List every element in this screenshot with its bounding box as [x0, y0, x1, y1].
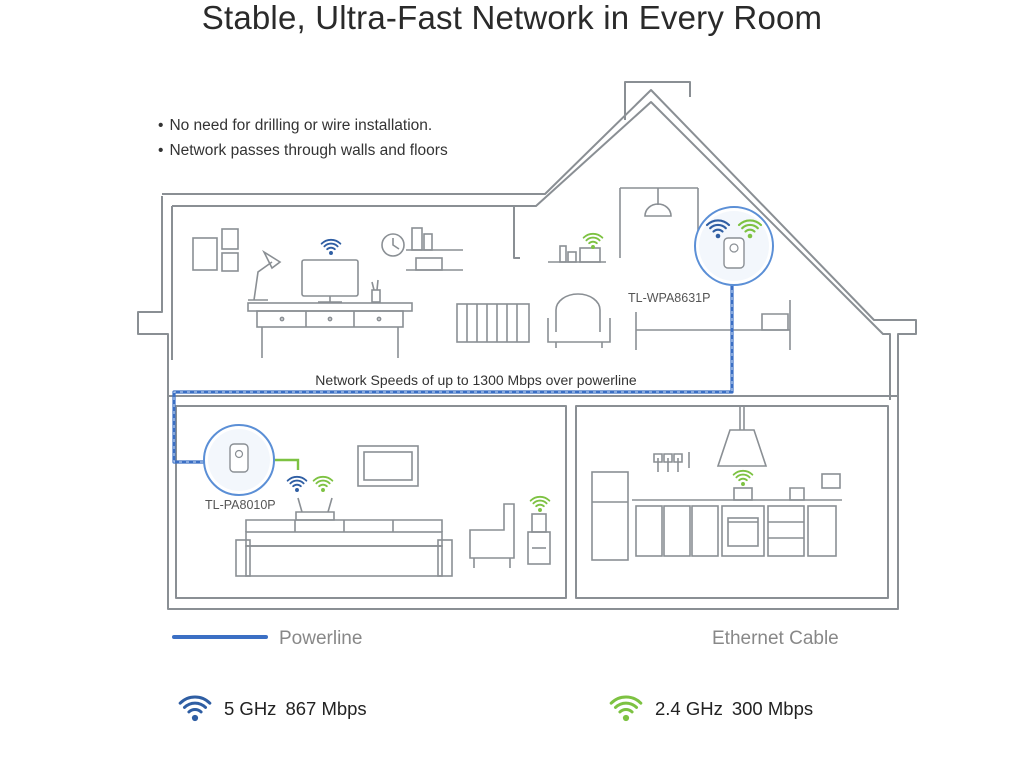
legend-powerline-label: Powerline — [279, 628, 362, 649]
wifi-2.4ghz-icon — [582, 232, 604, 250]
wifi-2.4ghz-icon — [609, 695, 643, 723]
diagram-title: Stable, Ultra-Fast Network in Every Room — [201, 0, 823, 36]
upstairs-office — [192, 227, 463, 358]
ethernet-cable-links — [272, 248, 738, 470]
bullet-no-drilling: No need for drilling or wire installatio… — [158, 116, 448, 141]
wifi-5ghz-icon — [320, 238, 342, 256]
powerline-route-highlight — [173, 276, 733, 463]
wifi-5ghz-icon — [178, 695, 212, 723]
bullet-walls-floors: Network passes through walls and floors — [158, 141, 447, 166]
powerline-adapter-icon — [694, 206, 774, 286]
speed-caption: Network Speeds of up to 1300 Mbps over p… — [315, 372, 637, 388]
powerline-adapter-icon — [203, 424, 275, 496]
adapter-label-downstairs: TL-PA8010P — [205, 498, 276, 512]
wifi-5ghz-icon — [286, 475, 308, 493]
wifi-2.4ghz-icon — [732, 469, 754, 487]
feature-bullets: No need for drilling or wire installatio… — [158, 116, 448, 166]
kitchen — [591, 406, 842, 561]
wifi-2.4ghz-icon — [312, 475, 334, 493]
wifi-2.4ghz-icon — [529, 495, 551, 513]
adapter-label-upstairs: TL-WPA8631P — [628, 291, 710, 305]
living-room — [235, 445, 551, 577]
legend-ethernet-label: Ethernet Cable — [712, 628, 839, 649]
house-outline — [137, 81, 917, 610]
